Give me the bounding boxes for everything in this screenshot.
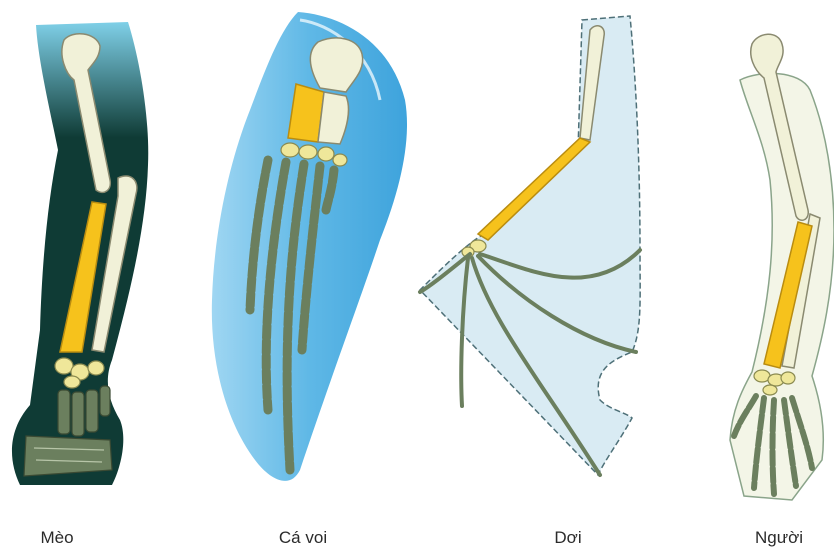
- bat-wing-membrane: [420, 16, 640, 475]
- label-whale: Cá voi: [279, 528, 327, 548]
- cat-limb: [12, 22, 148, 485]
- human-arm: [730, 34, 834, 500]
- label-human: Người: [755, 528, 803, 548]
- label-bat: Dơi: [554, 528, 581, 548]
- label-cat: Mèo: [40, 528, 73, 548]
- bat-wing: [420, 16, 640, 475]
- whale-flipper: [212, 12, 407, 481]
